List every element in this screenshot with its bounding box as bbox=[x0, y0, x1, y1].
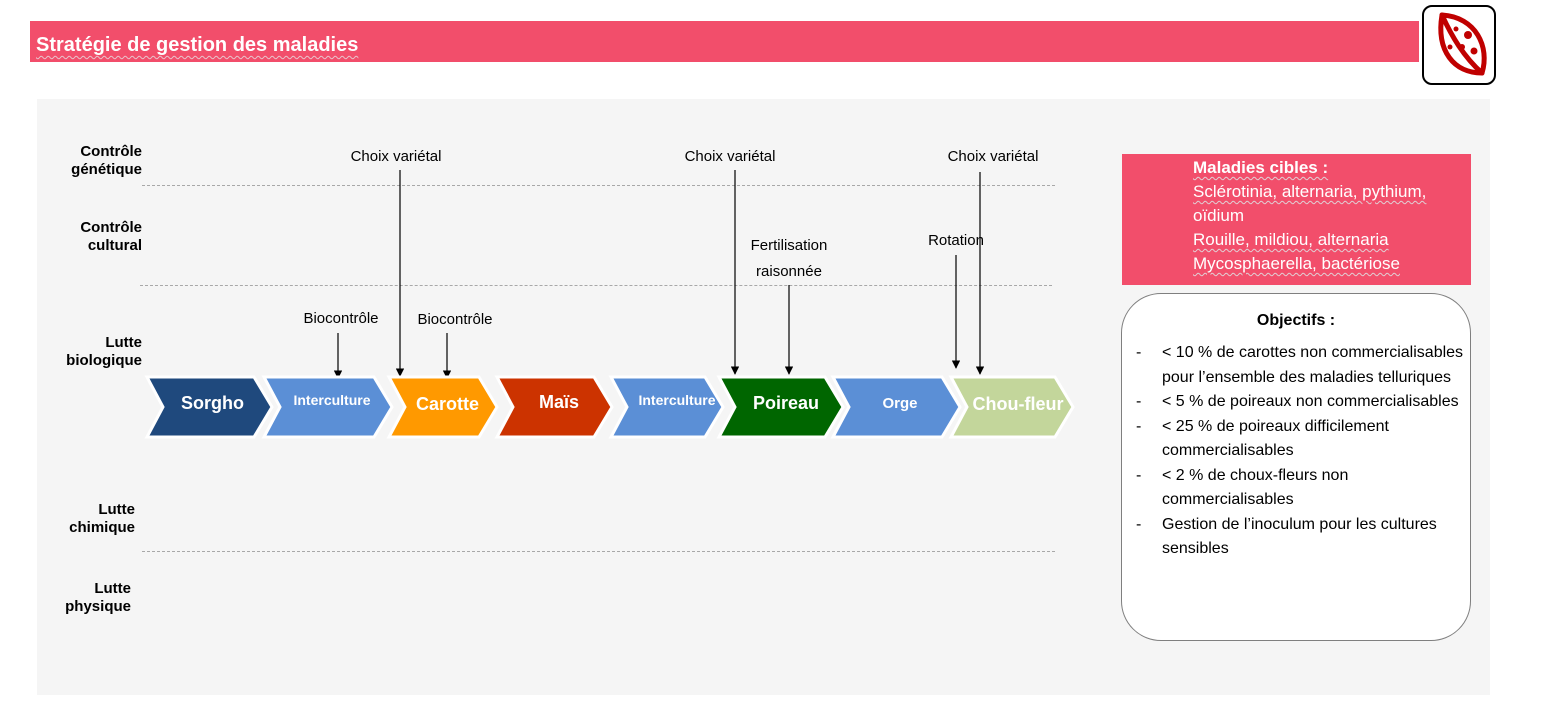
chevron-carotte bbox=[386, 375, 499, 439]
objective-item: < 10 % de carottes non commercialisables… bbox=[1136, 341, 1466, 390]
objectives-list: < 10 % de carottes non commercialisables… bbox=[1136, 341, 1466, 562]
chevron-label-carotte: Carotte bbox=[415, 394, 479, 414]
annotation-biocontrole: Biocontrôle bbox=[417, 311, 493, 328]
annotation-choix-varietal: Choix variétal bbox=[947, 148, 1039, 165]
chevron-maïs bbox=[494, 375, 614, 439]
chevron-sorgho bbox=[144, 375, 274, 439]
annotation-choix-varietal: Choix variétal bbox=[684, 148, 776, 165]
chevron-label-poireau: Poireau bbox=[752, 393, 820, 413]
target-diseases-title: Maladies cibles : bbox=[1193, 158, 1329, 177]
chevron-label-orge: Orge bbox=[882, 395, 918, 412]
chevron-label-chou-fleur: Chou-fleur bbox=[972, 394, 1064, 414]
objective-item: < 5 % de poireaux non commercialisables bbox=[1136, 390, 1466, 415]
row-separator bbox=[142, 551, 1055, 552]
target-disease-line: Sclérotinia, alternaria, pythium, bbox=[1193, 182, 1427, 201]
leaf-disease-logo-icon bbox=[1422, 5, 1496, 85]
chevron-label-interculture: Interculture bbox=[638, 392, 716, 408]
objectives-title: Objectifs : bbox=[1256, 312, 1336, 329]
title-bar: Stratégie de gestion des maladies bbox=[30, 21, 1419, 62]
target-disease-line: oïdium bbox=[1193, 206, 1245, 225]
objective-item: < 2 % de choux-fleurs non commercialisab… bbox=[1136, 464, 1466, 513]
chevron-interculture bbox=[261, 375, 394, 439]
annotation-choix-varietal: Choix variétal bbox=[350, 148, 442, 165]
annotation-rotation: Rotation bbox=[928, 232, 984, 249]
annotation-arrows bbox=[333, 170, 985, 379]
annotation-biocontrole: Biocontrôle bbox=[303, 310, 379, 327]
chevron-chou-fleur bbox=[948, 375, 1075, 439]
target-disease-line: Mycosphaerella, bactériose bbox=[1193, 254, 1400, 273]
target-diseases-box: Maladies cibles : Sclérotinia, alternari… bbox=[1122, 154, 1471, 285]
target-disease-line: Rouille, mildiou, alternaria bbox=[1193, 230, 1389, 249]
page-title: Stratégie de gestion des maladies bbox=[36, 34, 359, 56]
chevron-poireau bbox=[716, 375, 845, 439]
chevron-label-interculture: Interculture bbox=[293, 392, 371, 408]
chevron-orge bbox=[830, 375, 962, 439]
chevron-label-mais: Maïs bbox=[538, 392, 580, 412]
chevron-label-sorgho: Sorgho bbox=[181, 393, 244, 413]
chevron-interculture bbox=[608, 375, 725, 439]
objective-item: < 25 % de poireaux difficilement commerc… bbox=[1136, 415, 1466, 464]
row-separator bbox=[142, 185, 1055, 186]
objectives-box: Objectifs : < 10 % de carottes non comme… bbox=[1121, 293, 1471, 641]
row-separator bbox=[140, 285, 1052, 286]
rotation-chevrons bbox=[144, 375, 1075, 439]
objective-item: Gestion de l’inoculum pour les cultures … bbox=[1136, 513, 1466, 562]
